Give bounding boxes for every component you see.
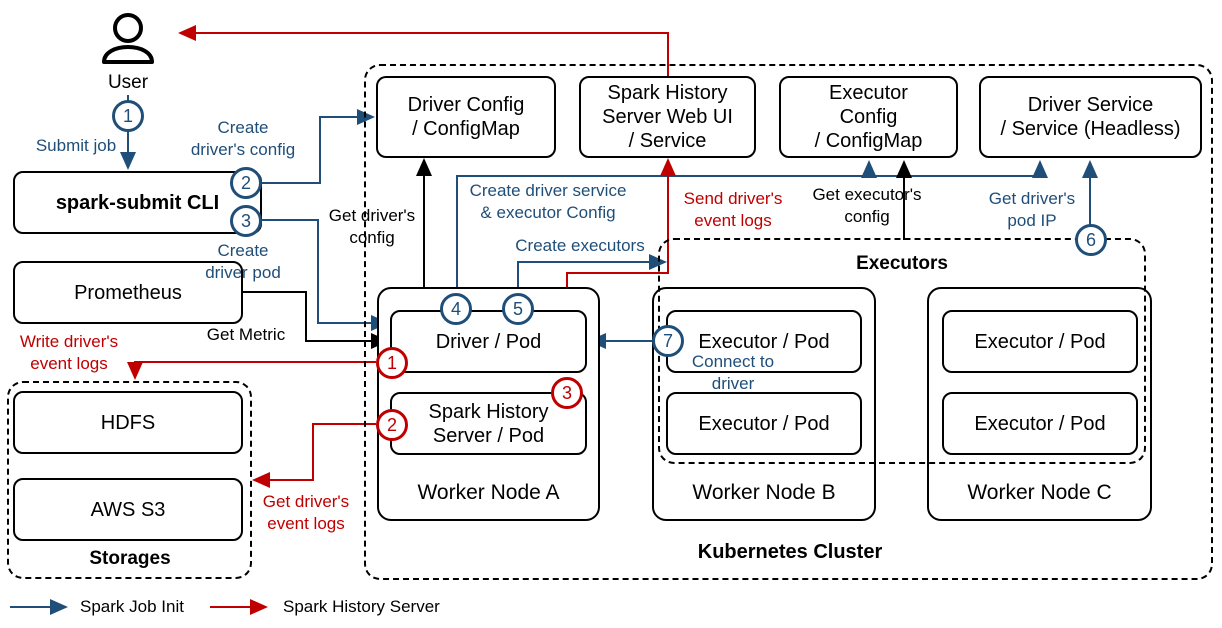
user-icon [102, 13, 154, 64]
executor-pod-b1: Executor / Pod [666, 310, 862, 373]
label-create-executors: Create executors [515, 236, 645, 255]
arrow-create-service-config [456, 160, 1048, 296]
kubernetes-cluster [364, 64, 1213, 580]
worker-node-a-label: Worker Node A [417, 481, 560, 504]
legend-spark-history-server: Spark History Server [283, 597, 440, 616]
label-get-event-logs: Get driver's event logs [262, 492, 350, 533]
history-server-web-ui-box: Spark History Server Web UI / Service [579, 76, 756, 158]
label-create-driver-config: Create driver's config [190, 118, 296, 159]
driver-service-box: Driver Service / Service (Headless) [979, 76, 1202, 158]
executor-pod-c2: Executor / Pod [942, 392, 1138, 455]
label-create-service-exec-config: Create driver service & executor Config [469, 181, 627, 222]
label-connect-to-driver: Connect to driver [691, 352, 775, 393]
user-label: User [107, 72, 149, 93]
step-badge-1: 1 [112, 100, 144, 132]
arrow-get-metric [243, 291, 389, 349]
label-get-driver-config: Get driver's config [328, 206, 416, 247]
hdfs: HDFS [13, 391, 243, 454]
prometheus: Prometheus [13, 261, 243, 324]
arrow-create-driver-pod [262, 219, 389, 331]
label-get-metric: Get Metric [206, 325, 286, 344]
arrow-create-driver-config [262, 109, 375, 184]
step-badge-7: 7 [652, 325, 684, 357]
executor-pod-b2: Executor / Pod [666, 392, 862, 455]
label-get-executor-config: Get executor's config [812, 185, 922, 226]
label-create-driver-pod: Create driver pod [205, 241, 281, 282]
label-submit-job: Submit job [35, 136, 117, 155]
driver-config-box: Driver Config / ConfigMap [376, 76, 556, 158]
step-badge-4: 4 [440, 293, 472, 325]
worker-node-b-label: Worker Node B [692, 481, 836, 504]
storages-group [7, 381, 252, 579]
arrow-history-ui-to-user [178, 25, 669, 78]
executor-config-box: Executor Config / ConfigMap [779, 76, 958, 158]
label-send-event-logs: Send driver's event logs [683, 189, 783, 230]
label-get-driver-pod-ip: Get driver's pod IP [988, 189, 1076, 230]
aws-s3: AWS S3 [13, 478, 243, 541]
legend-spark-job-init: Spark Job Init [80, 597, 184, 616]
step-badge-5: 5 [502, 293, 534, 325]
spark-submit-cli: spark-submit CLI [13, 171, 262, 234]
step-badge-3: 3 [230, 205, 262, 237]
arrow-get-event-logs [252, 423, 376, 488]
history-badge-3: 3 [551, 377, 583, 409]
arrow-write-event-logs [127, 361, 376, 380]
worker-node-c-label: Worker Node C [967, 481, 1112, 504]
arrow-create-executors [517, 254, 667, 295]
history-badge-1: 1 [376, 347, 408, 379]
storages-title: Storages [89, 548, 171, 569]
step-badge-2: 2 [230, 167, 262, 199]
step-badge-6: 6 [1075, 224, 1107, 256]
executor-pod-c1: Executor / Pod [942, 310, 1138, 373]
cluster-title: Kubernetes Cluster [697, 541, 883, 563]
history-badge-2: 2 [376, 409, 408, 441]
driver-pod: Driver / Pod [390, 310, 587, 373]
label-write-event-logs: Write driver's event logs [19, 332, 119, 373]
executors-title: Executors [856, 253, 948, 274]
